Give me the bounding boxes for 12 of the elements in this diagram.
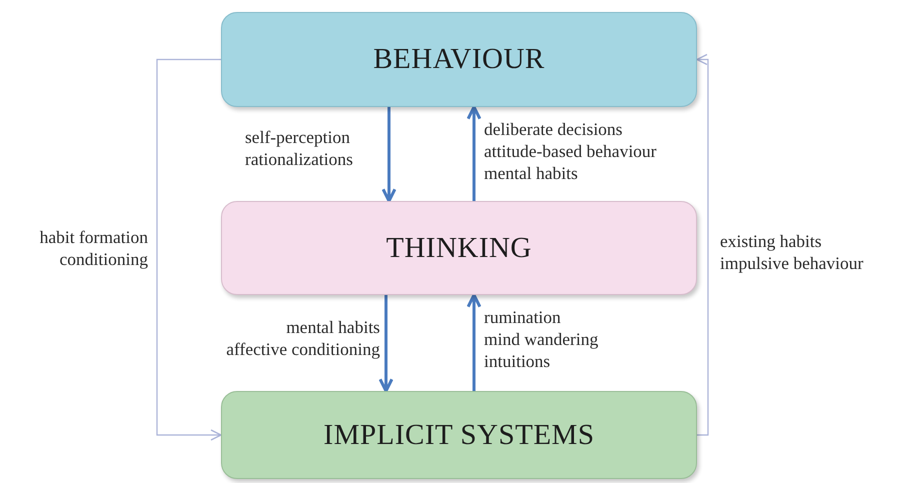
arrow — [378, 295, 394, 393]
arrow — [382, 107, 396, 203]
box-title: THINKING — [386, 232, 532, 264]
arrow — [466, 293, 482, 391]
box-title: BEHAVIOUR — [373, 43, 545, 76]
process-box — [221, 391, 697, 479]
arrow — [696, 54, 709, 436]
process-box — [221, 201, 697, 295]
box-title: IMPLICIT SYSTEMS — [324, 418, 594, 452]
process-box — [221, 12, 697, 107]
arrow — [466, 105, 482, 201]
arrow — [156, 58, 222, 441]
